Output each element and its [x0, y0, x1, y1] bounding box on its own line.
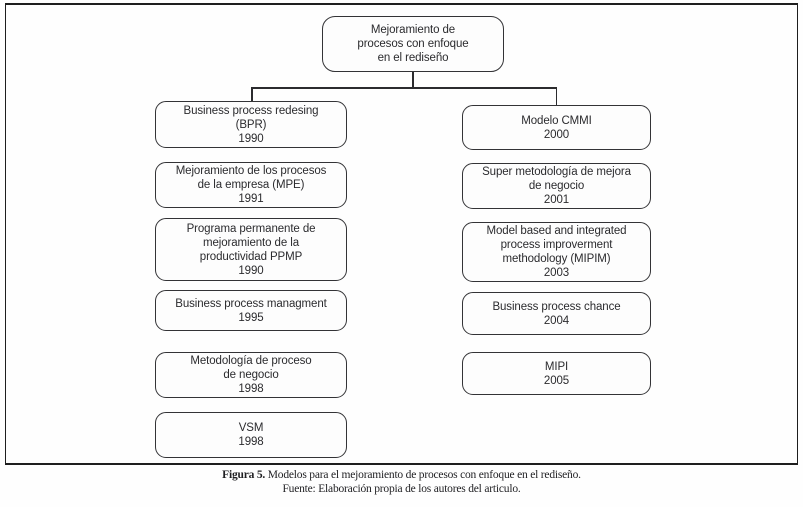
figure-frame — [5, 3, 798, 465]
node-bpm-1995: Business process managment 1995 — [155, 290, 347, 331]
node-bpr-1990: Business process redesing (BPR) 1990 — [155, 101, 347, 148]
caption-label: Figura 5. — [222, 469, 266, 481]
node-root: Mejoramiento de procesos con enfoque en … — [322, 16, 504, 72]
node-cmmi-2000: Modelo CMMI 2000 — [462, 105, 651, 150]
figure-caption: Figura 5. Modelos para el mejoramiento d… — [0, 468, 803, 496]
node-mipi-2005: MIPI 2005 — [462, 352, 651, 395]
node-mpe-1991: Mejoramiento de los procesos de la empre… — [155, 162, 347, 208]
node-metodologia-1998: Metodología de proceso de negocio 1998 — [155, 352, 347, 398]
node-bpc-2004: Business process chance 2004 — [462, 292, 651, 335]
connector-branch-bar — [251, 87, 557, 89]
connector-left-stem — [251, 88, 253, 102]
node-super-metodologia-2001: Super metodología de mejora de negocio 2… — [462, 163, 651, 209]
node-mipim-2003: Model based and integrated process impro… — [462, 222, 651, 282]
caption-title-line: Figura 5. Modelos para el mejoramiento d… — [0, 468, 803, 482]
connector-root-stem — [412, 71, 414, 88]
connector-right-stem — [555, 88, 557, 106]
caption-text: Modelos para el mejoramiento de procesos… — [265, 469, 581, 481]
caption-source-line: Fuente: Elaboración propia de los autore… — [282, 483, 521, 495]
node-ppmp-1990: Programa permanente de mejoramiento de l… — [155, 218, 347, 281]
node-vsm-1998: VSM 1998 — [155, 412, 347, 458]
